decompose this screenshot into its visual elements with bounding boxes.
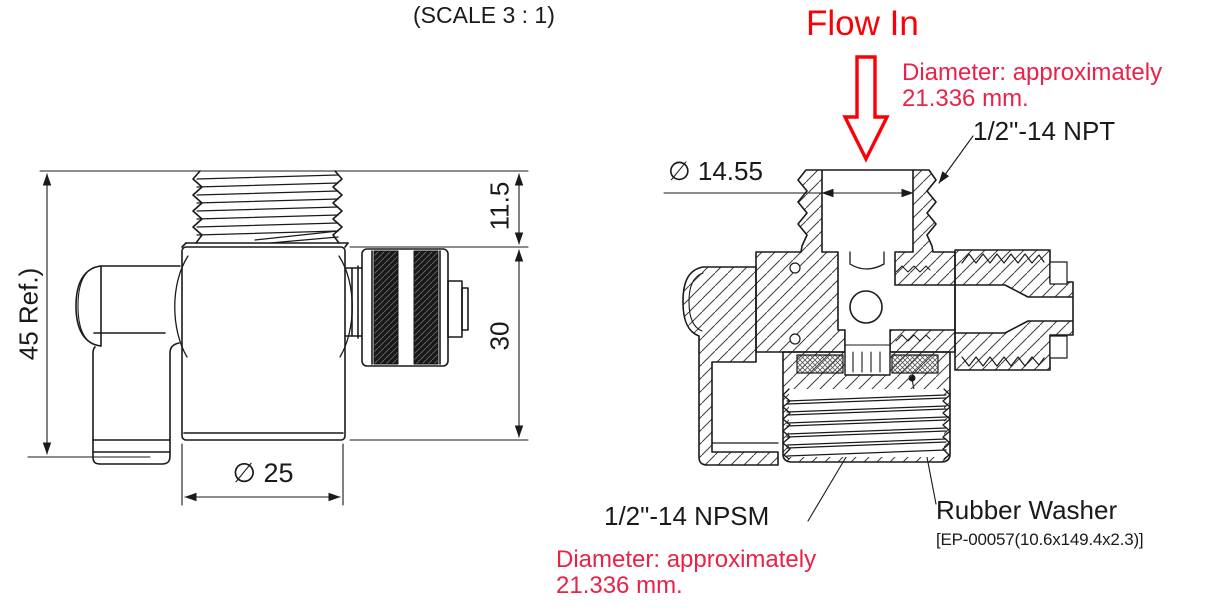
bottom-diameter-note: Diameter: approximately 21.336 mm. bbox=[556, 547, 816, 599]
npsm-outlet bbox=[782, 329, 951, 463]
left-view-top-thread bbox=[181, 170, 349, 248]
top-diameter-note: Diameter: approximately 21.336 mm. bbox=[902, 60, 1162, 112]
section-handle bbox=[682, 266, 779, 466]
body-height-dim-label: 30 bbox=[484, 321, 515, 351]
left-view-drawing bbox=[27, 170, 529, 506]
overall-height-dim-label: 45 Ref.) bbox=[13, 267, 44, 361]
valve-ball bbox=[849, 290, 883, 324]
left-view-body bbox=[174, 246, 353, 441]
body-diameter-dim-label: ∅ 25 bbox=[232, 457, 294, 488]
scale-note: (SCALE 3 : 1) bbox=[413, 2, 555, 28]
top-diameter-note-line2: 21.336 mm. bbox=[902, 85, 1029, 112]
inlet-diameter-label: ∅ 14.55 bbox=[668, 156, 763, 186]
o-rings bbox=[789, 262, 931, 345]
rubber-washer-right bbox=[891, 354, 939, 374]
valve-seat bbox=[849, 251, 885, 270]
bottom-diameter-note-line2: 21.336 mm. bbox=[556, 572, 683, 599]
compression-fitting bbox=[954, 249, 1074, 371]
rubber-washer-part-label: [EP-00057(10.6x149.4x2.3)] bbox=[936, 530, 1144, 549]
rubber-washer-left bbox=[796, 354, 844, 374]
left-view-knurled-knob bbox=[344, 248, 469, 367]
flow-in-arrow bbox=[842, 55, 890, 163]
right-section-drawing bbox=[663, 55, 1074, 522]
bottom-diameter-note-line1: Diameter: approximately bbox=[556, 546, 817, 573]
npt-label: 1/2"-14 NPT bbox=[973, 116, 1116, 146]
left-view-handle bbox=[75, 265, 181, 465]
thread-height-dim-label: 11.5 bbox=[484, 181, 515, 231]
rubber-washer-label: Rubber Washer bbox=[936, 495, 1118, 525]
top-diameter-note-line1: Diameter: approximately bbox=[902, 59, 1163, 86]
stem-cavity bbox=[844, 329, 891, 376]
npsm-label: 1/2"-14 NPSM bbox=[604, 501, 770, 531]
left-view-dimensions bbox=[27, 170, 529, 506]
npt-leader bbox=[938, 135, 974, 184]
flow-in-label: Flow In bbox=[806, 4, 919, 43]
